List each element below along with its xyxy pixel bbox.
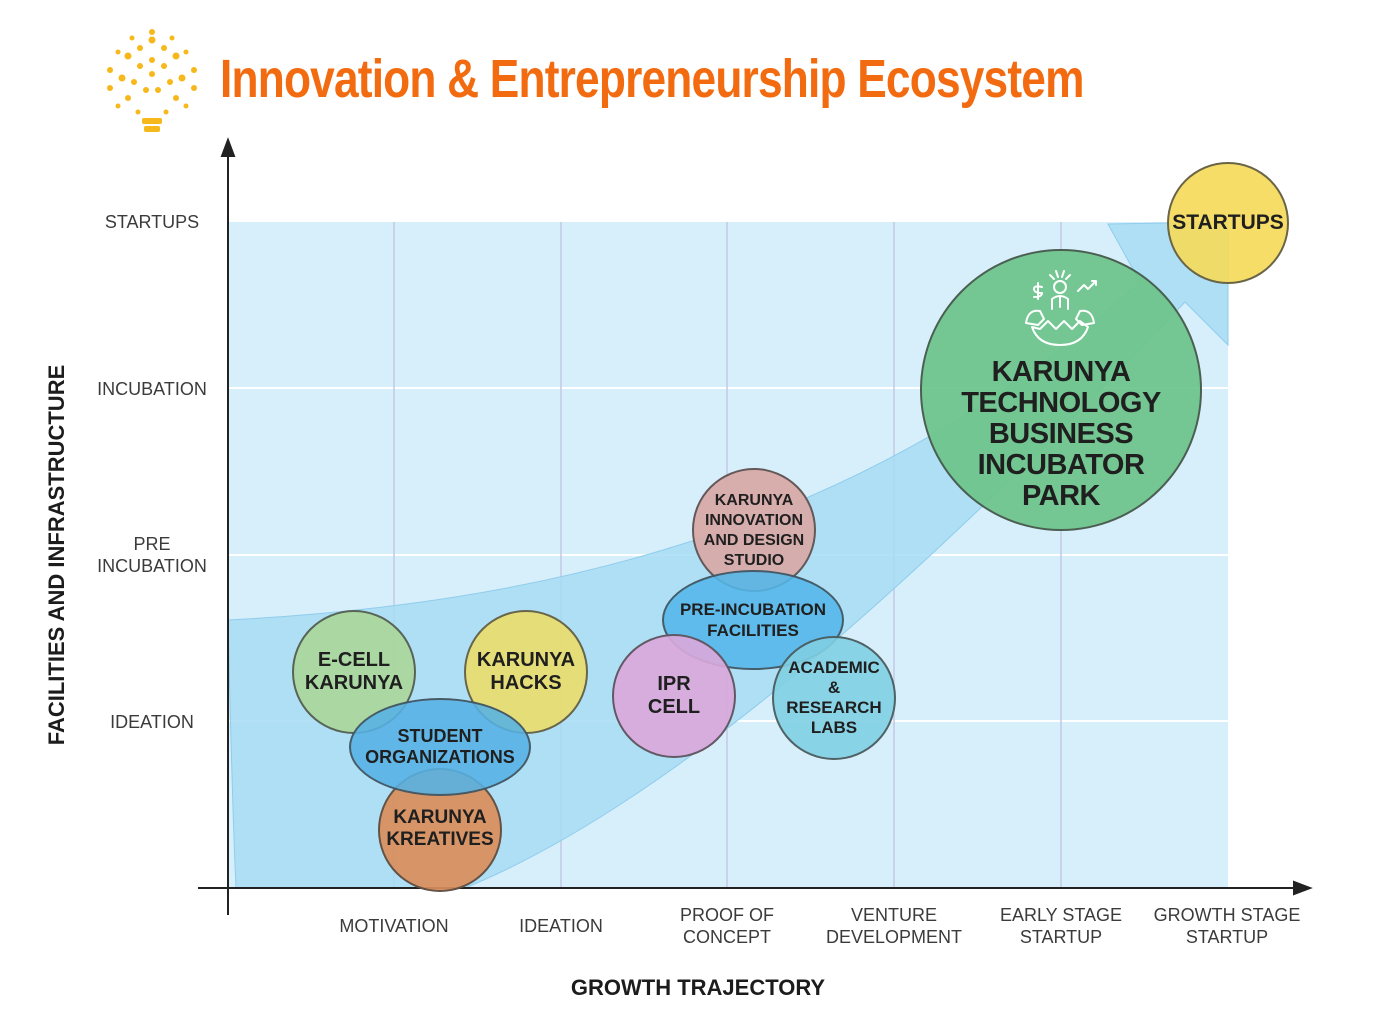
x-label-proof-of-concept: PROOF OF CONCEPT [680, 905, 774, 947]
axes [198, 137, 1313, 915]
y-label-pre-incubation: PRE INCUBATION [97, 534, 207, 576]
x-label-motivation: MOTIVATION [339, 916, 449, 936]
x-label-ideation: IDEATION [519, 916, 603, 936]
x-label-growth-stage-startup: GROWTH STAGE STARTUP [1153, 905, 1301, 947]
bubble-ipr-cell: IPR CELL [612, 634, 736, 758]
x-label-venture-development: VENTURE DEVELOPMENT [825, 905, 963, 947]
bubble-karunya-tbi-park: KARUNYA TECHNOLOGY BUSINESS INCUBATOR PA… [920, 249, 1202, 531]
x-label-early-stage-startup: EARLY STAGE STARTUP [999, 905, 1123, 947]
bubble-label: STUDENT ORGANIZATIONS [365, 726, 515, 767]
bubble-label: E-CELL KARUNYA [304, 649, 404, 694]
bubble-label: KARUNYA INNOVATION AND DESIGN STUDIO [703, 492, 805, 569]
y-label-startups: STARTUPS [104, 212, 200, 232]
bubble-label: KARUNYA TECHNOLOGY BUSINESS INCUBATOR PA… [961, 356, 1161, 512]
bubble-label: KARUNYA KREATIVES [386, 807, 494, 850]
bubble-label: PRE-INCUBATION FACILITIES [679, 600, 827, 640]
entrepreneur-hatching-icon [1025, 270, 1097, 346]
y-axis-title: FACILITIES AND INFRASTRUCTURE [44, 364, 69, 746]
bubble-label: KARUNYA HACKS [476, 649, 576, 694]
bubble-karunya-innovation-design-studio: KARUNYA INNOVATION AND DESIGN STUDIO [692, 468, 816, 592]
y-label-incubation: INCUBATION [97, 379, 207, 399]
x-axis-title: GROWTH TRAJECTORY [570, 975, 826, 1000]
bubble-startups: STARTUPS [1167, 162, 1289, 284]
lightbulb-icon [107, 29, 197, 132]
bubble-student-organizations: STUDENT ORGANIZATIONS [349, 698, 531, 796]
bubble-label: IPR CELL [647, 673, 701, 718]
bubble-academic-research-labs: ACADEMIC & RESEARCH LABS [772, 636, 896, 760]
y-label-ideation: IDEATION [110, 712, 194, 732]
bubble-label: STARTUPS [1172, 211, 1284, 234]
page-title: Innovation & Entrepreneurship Ecosystem [220, 49, 1084, 109]
bubble-label: ACADEMIC & RESEARCH LABS [786, 658, 882, 737]
